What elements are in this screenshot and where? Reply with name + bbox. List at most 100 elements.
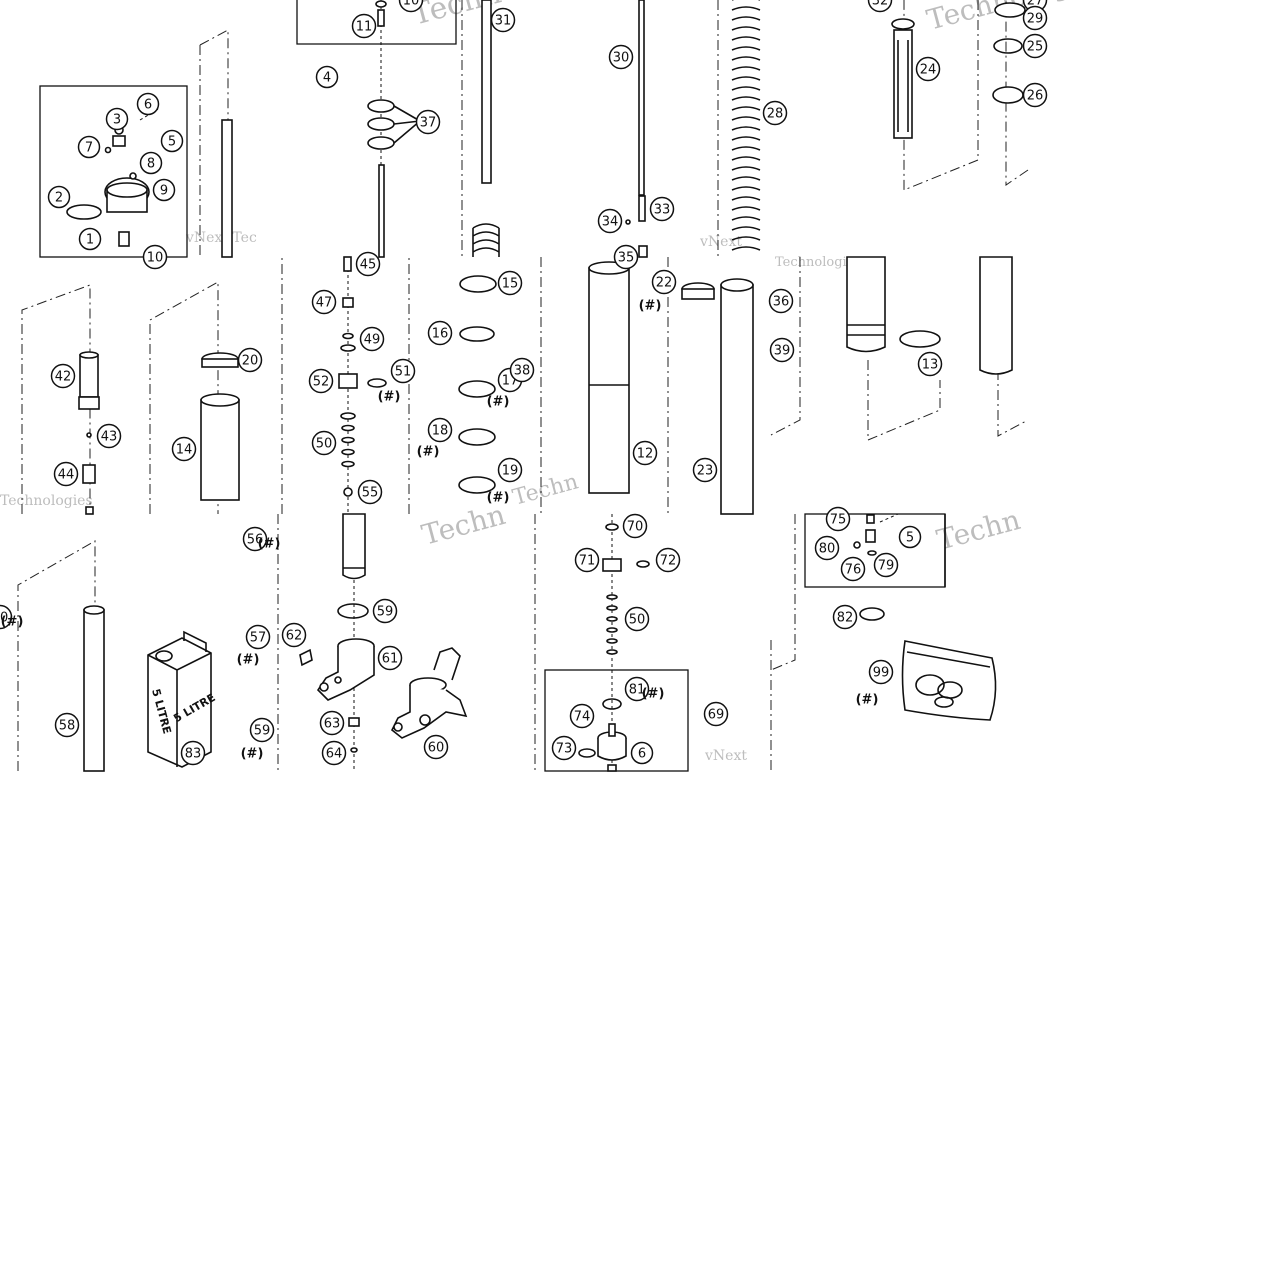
- guide-cylinder: [79, 354, 99, 398]
- callout-number: 27: [1027, 0, 1044, 9]
- callout-number: 16: [432, 327, 449, 342]
- washer: [605, 523, 619, 531]
- callout-circle: [54, 712, 80, 738]
- clamp-arm: [433, 647, 461, 681]
- callout-number: 69: [708, 708, 725, 723]
- guide-nut: [78, 396, 100, 410]
- callout-c59: 59: [372, 598, 398, 624]
- clamp-hole: [334, 676, 342, 684]
- callout-circle: [1022, 5, 1048, 31]
- callout-c15: 15: [497, 270, 523, 296]
- hash-mark: (#): [237, 653, 260, 668]
- screw-small: [129, 172, 137, 180]
- callout-number: 5: [168, 135, 176, 150]
- callout-circle: [242, 526, 268, 552]
- callout-circle: [630, 741, 654, 765]
- callout-number: 23: [697, 464, 714, 479]
- callout-number: 34: [602, 215, 619, 230]
- dust-seal: [458, 476, 496, 494]
- shim: [341, 424, 355, 432]
- bolt-black: [607, 764, 617, 772]
- callout-number: 70: [627, 520, 644, 535]
- tile-cap-kit: [770, 513, 997, 721]
- callout-number: 1: [86, 233, 94, 248]
- callout-number: 42: [55, 370, 72, 385]
- callout-c18: 18(#): [417, 417, 453, 460]
- callout-number: 47: [316, 296, 333, 311]
- callout-c20: 20: [237, 347, 263, 373]
- callout-number: 5: [906, 531, 914, 546]
- o-ring: [459, 326, 495, 342]
- hash-mark: (#): [378, 390, 401, 405]
- oil-can: 5 LITRE 5 LITRE: [147, 630, 218, 768]
- outer-sleeve-top: [720, 278, 754, 292]
- callout-circle: [840, 556, 866, 582]
- callout-number: 4: [323, 71, 331, 86]
- callout-circle: [490, 7, 516, 33]
- callout-c38: 38: [509, 357, 535, 383]
- callout-number: 11: [356, 20, 373, 35]
- callout-number: 35: [618, 251, 635, 266]
- callout-circle: [832, 604, 858, 630]
- spring: [472, 223, 500, 257]
- callout-circle: [237, 347, 263, 373]
- callout-c99: 99(#): [856, 659, 894, 708]
- callout-number: 30: [613, 51, 630, 66]
- callout-c2: 2: [47, 185, 71, 209]
- outer-tube-top: [200, 393, 240, 407]
- callout-c19: 19(#): [487, 457, 523, 506]
- callout-number: 19: [502, 464, 519, 479]
- callout-circle: [372, 598, 398, 624]
- callout-c72: 72: [655, 547, 681, 573]
- callout-number: 56: [247, 533, 264, 548]
- callout-c14: 14: [171, 436, 197, 462]
- callout-c55: 55: [357, 479, 383, 505]
- shim: [606, 594, 618, 600]
- ball-small: [86, 432, 92, 438]
- base-nut: [602, 558, 622, 572]
- fork-leg-bottom: [342, 513, 366, 580]
- callout-c74: 74: [569, 703, 595, 729]
- bag-item: [915, 674, 945, 696]
- callout-c31: 31: [490, 7, 516, 33]
- callout-circle: [136, 92, 160, 116]
- oil-can-body: [147, 637, 212, 768]
- callout-circle: [139, 151, 163, 175]
- valve-body: [865, 529, 876, 543]
- callout-circle: [624, 676, 650, 702]
- callout-circle: [427, 417, 453, 443]
- callout-circle: [769, 337, 795, 363]
- callout-c51: 51(#): [378, 358, 416, 405]
- kit-box: [39, 85, 188, 258]
- callout-c57: 57(#): [237, 624, 271, 668]
- bag-item: [934, 696, 954, 708]
- nut: [638, 245, 648, 258]
- callout-number: 33: [654, 203, 671, 218]
- guide-top: [79, 351, 99, 359]
- bolt: [343, 256, 352, 272]
- callout-number: 75: [830, 513, 847, 528]
- callout-circle: [423, 734, 449, 760]
- callout-circle: [398, 0, 424, 13]
- callout-circle: [351, 13, 377, 39]
- callout-circle: [868, 659, 894, 685]
- callout-circle: [77, 135, 101, 159]
- tile-damper-rod: [625, 0, 761, 258]
- hash-mark: (#): [642, 687, 665, 702]
- callout-c34: 34: [597, 208, 623, 234]
- spacer-small: [85, 506, 94, 515]
- callout-circle: [152, 178, 176, 202]
- callout-c39: 39: [769, 337, 795, 363]
- clamp-hole: [319, 682, 329, 692]
- oil-can-handle: [183, 630, 207, 652]
- callout-number: 32: [872, 0, 889, 9]
- shim: [606, 627, 618, 633]
- seal-thin: [459, 275, 497, 293]
- callout-c29: 29: [1022, 5, 1048, 31]
- callout-c9: 9: [152, 178, 176, 202]
- o-ring: [337, 603, 369, 619]
- callout-circle: [47, 185, 71, 209]
- callout-number: 22: [656, 276, 673, 291]
- callout-c6: 6: [136, 92, 160, 116]
- fork-tube-cap-rod: [221, 119, 233, 258]
